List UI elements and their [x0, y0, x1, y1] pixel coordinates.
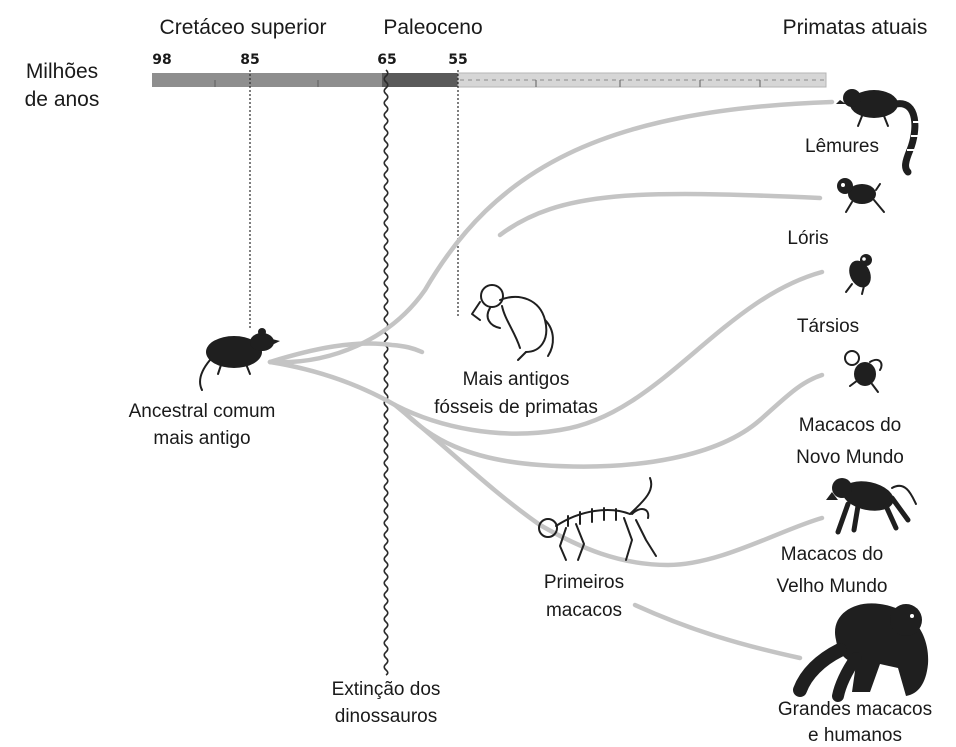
- ancestor-label-line2: mais antigo: [153, 428, 250, 449]
- fossils-label-line2: fósseis de primatas: [434, 397, 598, 418]
- tick-label-98: 98: [152, 52, 171, 68]
- tick-label-55: 55: [448, 52, 467, 68]
- group-new-world-label-line1: Macacos do: [799, 415, 901, 436]
- group-new-world-label-line2: Novo Mundo: [796, 447, 904, 468]
- first-monkeys-label-line2: macacos: [546, 600, 622, 621]
- extinction-label-line1: Extinção dos: [332, 679, 441, 700]
- new-world-monkey-icon: [845, 351, 882, 392]
- group-old-world-label-line2: Velho Mundo: [777, 576, 888, 597]
- old-world-monkey-icon: [826, 477, 916, 532]
- time-bar-paleocene: [382, 73, 458, 87]
- period-cretaceous-label: Cretáceo superior: [160, 16, 327, 39]
- extinction-line: [384, 70, 388, 675]
- branch-lorises: [500, 194, 820, 235]
- loris-icon: [837, 178, 884, 212]
- ancestor-label-line1: Ancestral comum: [129, 401, 276, 422]
- group-tarsiers-label: Társios: [797, 316, 859, 337]
- axis-label-line1: Milhões: [26, 60, 98, 83]
- tick-label-85: 85: [240, 52, 259, 68]
- extinction-label-line2: dinossauros: [335, 706, 437, 727]
- early-monkey-skeleton-icon: [539, 478, 656, 560]
- fossil-primate-icon: [472, 285, 553, 360]
- group-old-world-label-line1: Macacos do: [781, 544, 883, 565]
- ancestor-animal-icon: [200, 328, 280, 390]
- period-present-label: Primatas atuais: [783, 16, 928, 39]
- fossils-label-line1: Mais antigos: [463, 369, 570, 390]
- tarsier-icon: [845, 254, 875, 294]
- branch-apes: [635, 605, 800, 658]
- tick-label-65: 65: [377, 52, 396, 68]
- time-bar-cretaceous: [152, 73, 382, 87]
- first-monkeys-label-line1: Primeiros: [544, 572, 624, 593]
- time-bar-later: [458, 73, 826, 87]
- axis-label-line2: de anos: [25, 88, 100, 111]
- group-lemurs-label: Lêmures: [805, 136, 879, 157]
- branch-lemurs: [270, 102, 832, 362]
- group-apes-label-line2: e humanos: [808, 725, 902, 746]
- time-bar: [152, 73, 826, 87]
- group-apes-label-line1: Grandes macacos: [778, 699, 932, 720]
- great-ape-icon: [800, 603, 928, 696]
- period-paleocene-label: Paleoceno: [383, 16, 482, 39]
- lemur-icon: [836, 89, 920, 172]
- group-lorises-label: Lóris: [787, 228, 828, 249]
